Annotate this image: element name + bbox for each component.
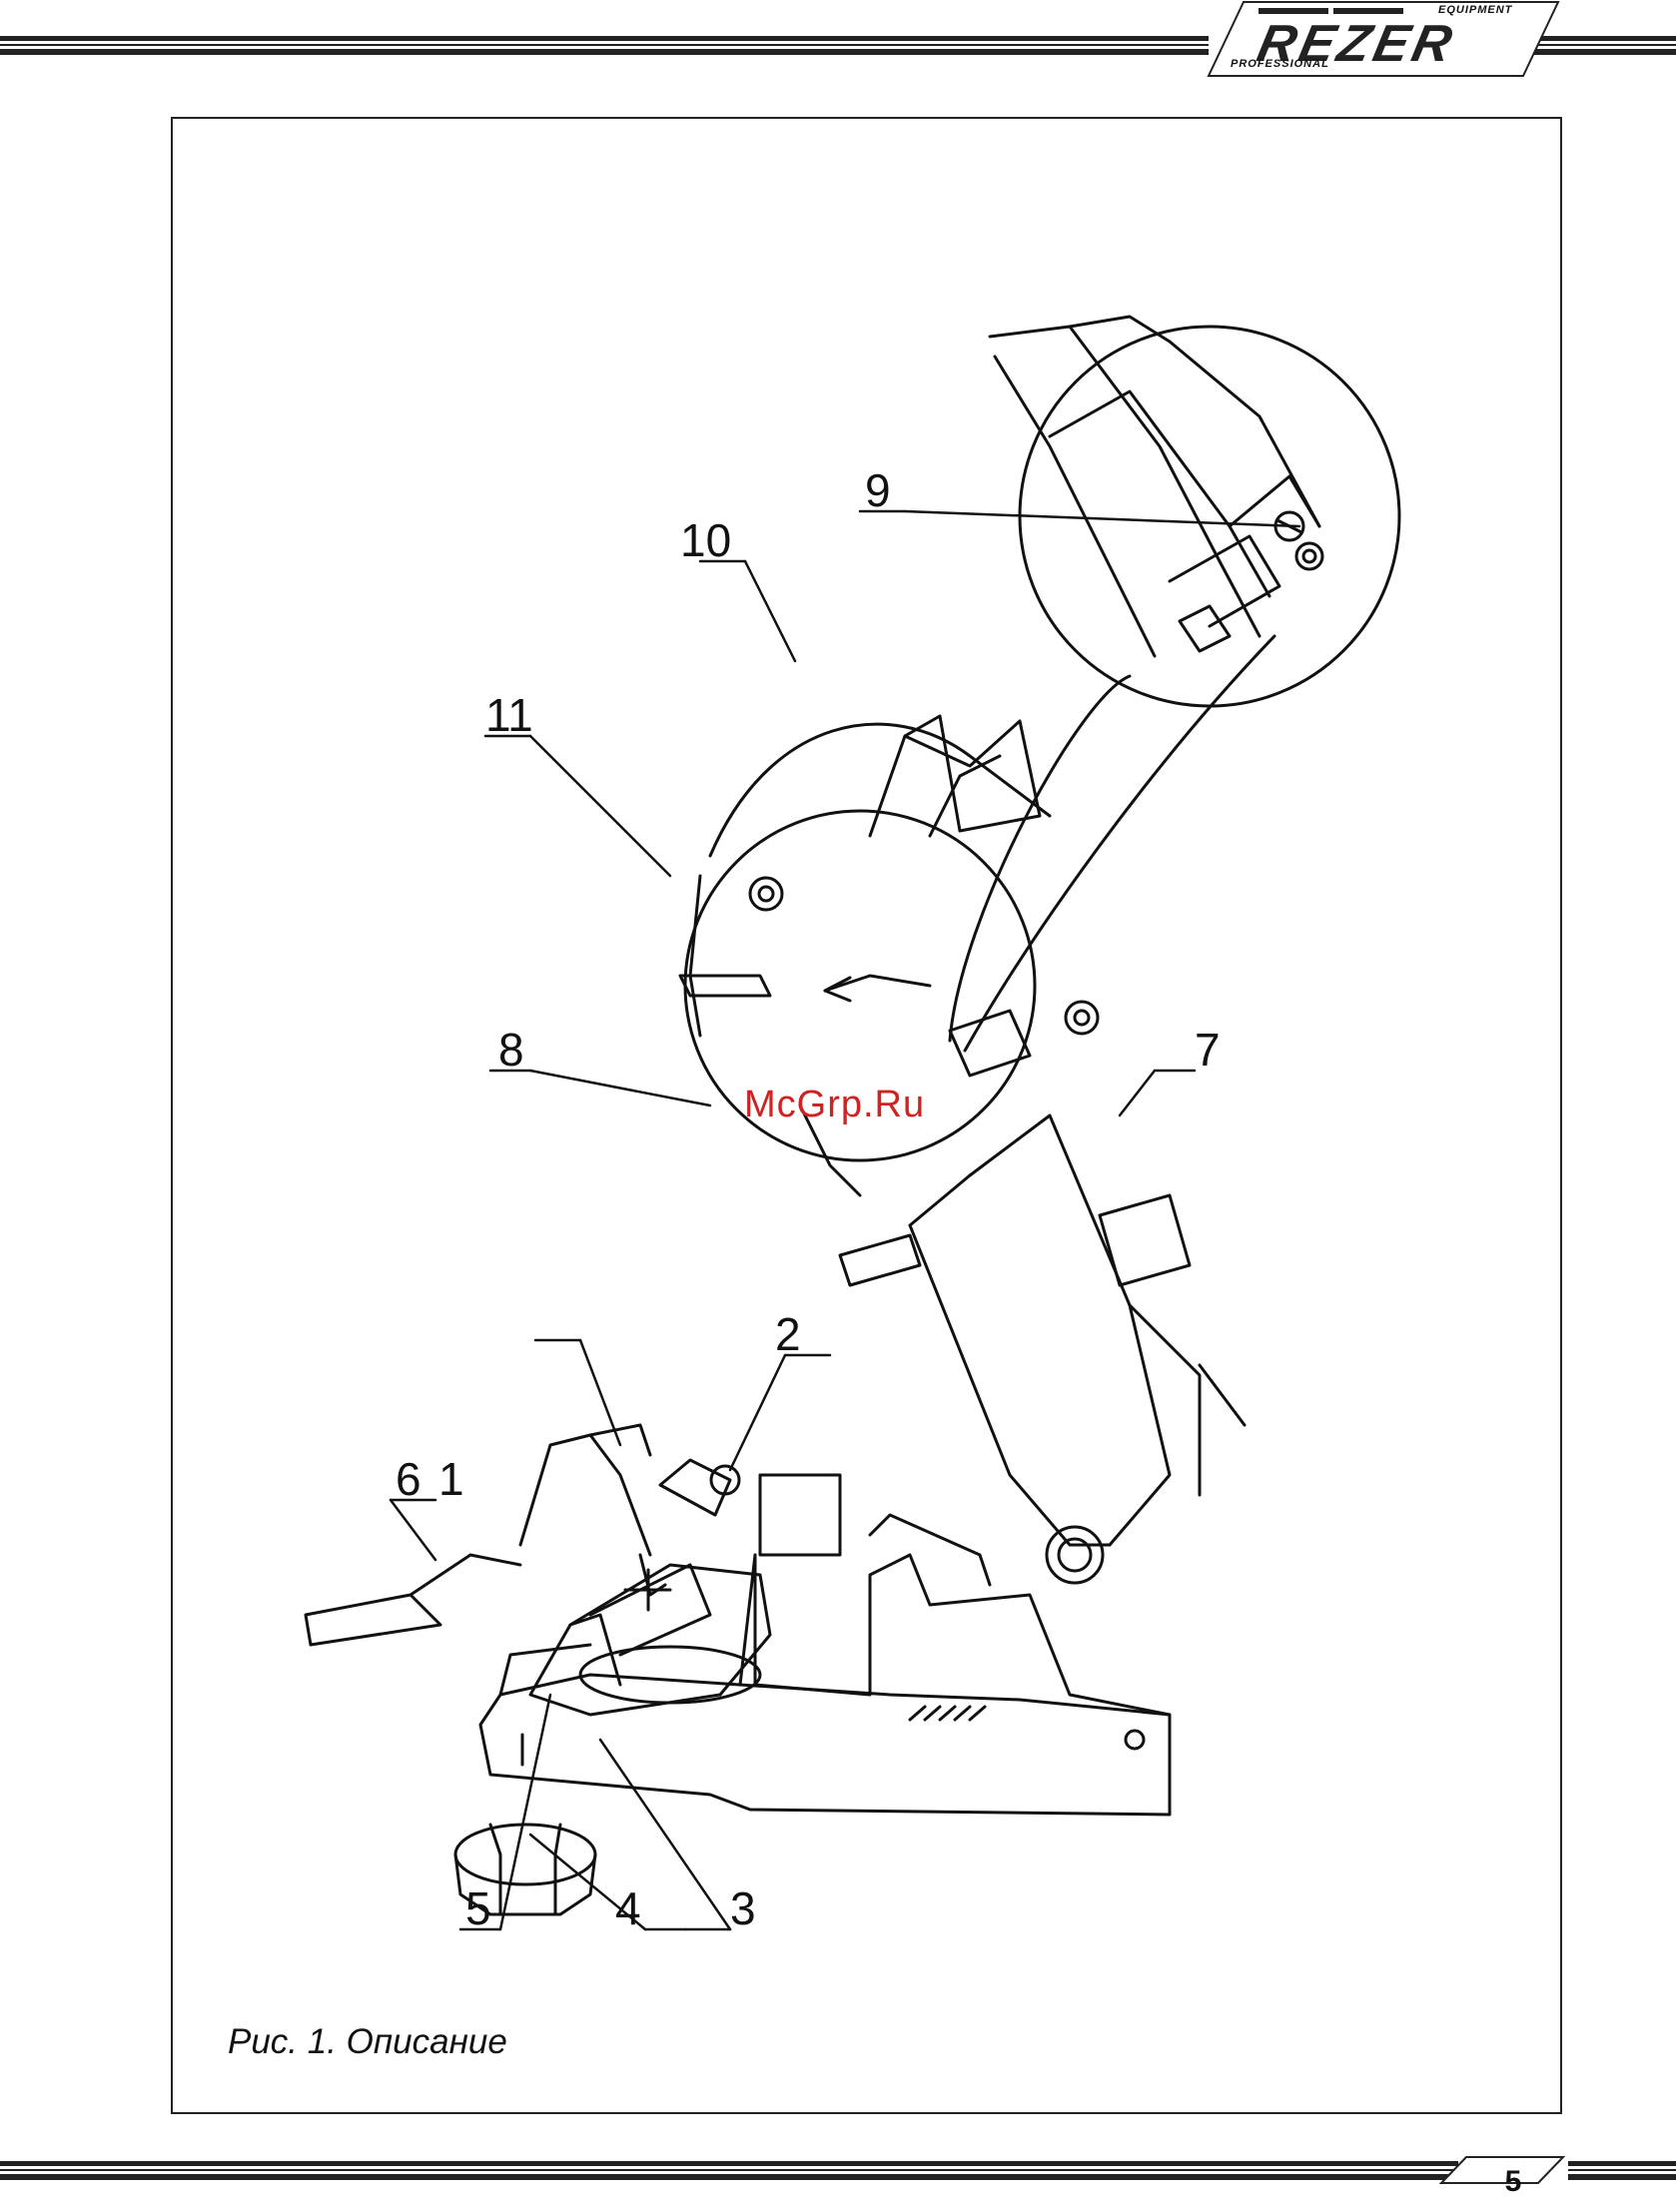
callout-6: 6 — [396, 1453, 421, 1505]
callout-10: 10 — [680, 514, 731, 566]
logo-professional-text: PROFESSIONAL — [1231, 58, 1329, 70]
header-rule — [0, 30, 1209, 70]
figure-caption: Рис. 1. Описание — [228, 2022, 507, 2062]
callout-2: 2 — [775, 1308, 801, 1360]
callout-11: 11 — [485, 689, 533, 741]
callout-4: 4 — [615, 1882, 641, 1934]
callout-3: 3 — [730, 1882, 756, 1934]
callout-7: 7 — [1195, 1024, 1221, 1076]
watermark-text: McGrp.Ru — [744, 1084, 925, 1126]
detail-circle — [1020, 327, 1399, 706]
callout-5: 5 — [465, 1882, 491, 1934]
footer-rule — [0, 2155, 1676, 2185]
callout-1: 1 — [438, 1453, 464, 1505]
callout-8: 8 — [498, 1024, 524, 1076]
page-number: 5 — [1488, 2165, 1538, 2199]
callout-9: 9 — [865, 464, 891, 516]
